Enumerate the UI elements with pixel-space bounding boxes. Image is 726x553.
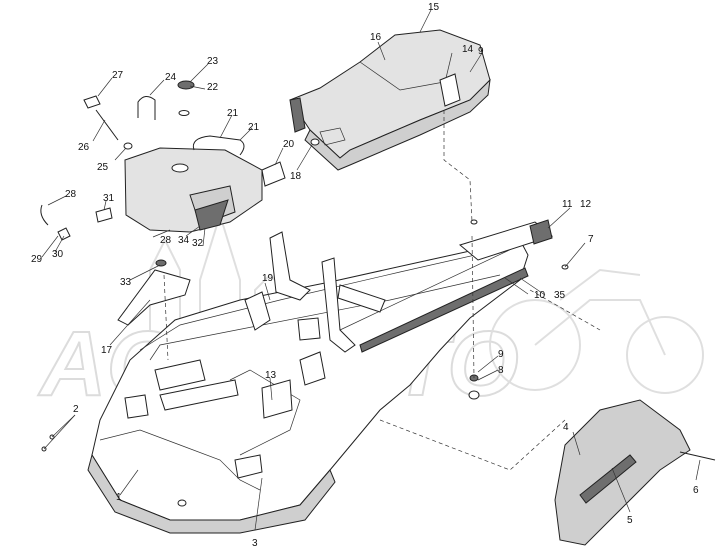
callout-22: 22 bbox=[207, 82, 219, 93]
callout-30: 30 bbox=[52, 249, 64, 260]
callout-26: 26 bbox=[78, 142, 90, 153]
assembly-lines bbox=[163, 110, 601, 471]
callout-20: 20 bbox=[283, 139, 295, 150]
watermark-motorcycle bbox=[489, 268, 704, 394]
callout-15: 15 bbox=[428, 2, 440, 13]
callout-3: 3 bbox=[252, 538, 258, 549]
leader-lines bbox=[41, 9, 701, 531]
callout-29: 29 bbox=[31, 254, 43, 265]
callout-25: 25 bbox=[97, 162, 109, 173]
callout-17: 17 bbox=[101, 345, 113, 356]
callout-19: 19 bbox=[262, 273, 274, 284]
callout-6: 6 bbox=[693, 485, 699, 496]
callout-28-left: 28 bbox=[65, 189, 77, 200]
callout-9-upper: 9 bbox=[478, 46, 484, 57]
callout-9-lower: 9 bbox=[498, 349, 504, 360]
callout-2: 2 bbox=[73, 404, 79, 415]
callout-7: 7 bbox=[588, 234, 594, 245]
callout-33: 33 bbox=[120, 277, 132, 288]
callouts: 1 2 3 4 5 6 7 8 9 9 10 11 12 13 14 15 16… bbox=[31, 2, 699, 549]
rear-bumper-rail bbox=[458, 219, 554, 261]
callout-1: 1 bbox=[116, 492, 122, 503]
callout-35: 35 bbox=[554, 290, 566, 301]
callout-21-lower: 21 bbox=[248, 122, 260, 133]
callout-8: 8 bbox=[498, 365, 504, 376]
snowflap-assembly bbox=[554, 399, 716, 546]
callout-12: 12 bbox=[580, 199, 592, 210]
chassis-tunnel bbox=[87, 231, 529, 534]
callout-18: 18 bbox=[290, 171, 302, 182]
callout-16: 16 bbox=[370, 32, 382, 43]
callout-31: 31 bbox=[103, 193, 115, 204]
seat-assembly bbox=[289, 29, 491, 171]
callout-11: 11 bbox=[562, 199, 573, 210]
callout-14: 14 bbox=[462, 44, 474, 55]
callout-10: 10 bbox=[534, 290, 546, 301]
callout-5: 5 bbox=[627, 515, 633, 526]
hardware bbox=[41, 138, 569, 452]
callout-24: 24 bbox=[165, 72, 177, 83]
callout-28-center: 28 bbox=[160, 235, 172, 246]
callout-32: 32 bbox=[192, 238, 204, 249]
callout-34: 34 bbox=[178, 235, 190, 246]
fuel-tank-assembly bbox=[40, 80, 286, 326]
callout-21-upper: 21 bbox=[227, 108, 239, 119]
callout-13: 13 bbox=[265, 370, 277, 381]
callout-27: 27 bbox=[112, 70, 124, 81]
callout-23: 23 bbox=[207, 56, 219, 67]
callout-4: 4 bbox=[563, 422, 569, 433]
